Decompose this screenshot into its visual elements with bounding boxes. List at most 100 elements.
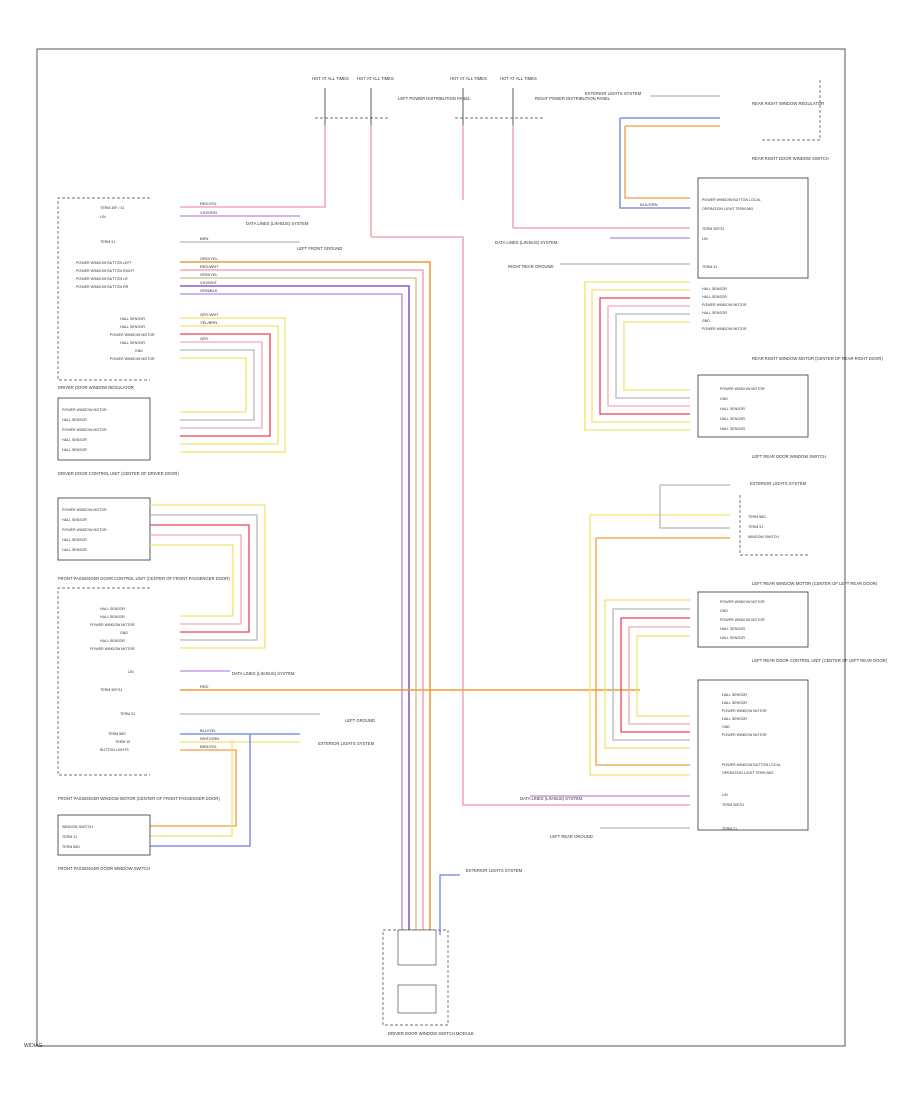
- passenger-switch-pins: WINDOW SWITCH TERM 31 TERM 58G: [62, 825, 93, 849]
- rr-regulator-label: REAR RIGHT WINDOW REGULATOR: [752, 101, 824, 106]
- passenger-window-motor: [57, 497, 151, 561]
- passenger-module-pins: HALL SENSOR HALL SENSOR POWER WINDOW MOT…: [90, 607, 135, 752]
- svg-text:TERM 58G: TERM 58G: [108, 732, 126, 736]
- svg-text:HALL SENSOR: HALL SENSOR: [62, 448, 87, 452]
- svg-text:LIN: LIN: [100, 215, 106, 219]
- driver-regulator-label: DRIVER DOOR WINDOW REGULATOR: [58, 385, 134, 390]
- svg-text:POWER WINDOW BUTTON RIGHT: POWER WINDOW BUTTON RIGHT: [76, 269, 135, 273]
- data-lines-label-2: DATA LINES (LIN-BUS) SYSTEM: [232, 671, 295, 676]
- right-fuse-box-label: RIGHT POWER DISTRIBUTION PANEL: [535, 96, 611, 101]
- svg-text:HALL SENSOR: HALL SENSOR: [100, 607, 125, 611]
- svg-text:HALL SENSOR: HALL SENSOR: [722, 701, 747, 705]
- passenger-motor-wires: [150, 504, 266, 649]
- rl-to-module-15: [589, 515, 690, 776]
- bus-orange: [180, 261, 431, 935]
- feed-to-left-rear: [371, 236, 690, 806]
- data-lines-label-4: DATA LINES (LIN-BUS) SYSTEM: [520, 796, 583, 801]
- svg-text:TERM 31: TERM 31: [748, 525, 763, 529]
- svg-text:POWER WINDOW MOTOR: POWER WINDOW MOTOR: [90, 623, 135, 627]
- feed-to-driver: [180, 200, 326, 208]
- bus-pink: [180, 269, 424, 935]
- svg-text:HALL SENSOR: HALL SENSOR: [702, 295, 727, 299]
- svg-text:HALL SENSOR: HALL SENSOR: [100, 615, 125, 619]
- svg-text:WINDOW SWITCH: WINDOW SWITCH: [62, 825, 93, 829]
- footer-label: W/DIAG: [24, 1043, 43, 1049]
- svg-text:HALL SENSOR: HALL SENSOR: [62, 438, 87, 442]
- svg-text:BRN/YEL: BRN/YEL: [200, 744, 218, 749]
- svg-text:VIO/GRN: VIO/GRN: [200, 210, 217, 215]
- svg-text:POWER WINDOW MOTOR: POWER WINDOW MOTOR: [720, 618, 765, 622]
- svg-text:POWER WINDOW MOTOR: POWER WINDOW MOTOR: [720, 387, 765, 391]
- rr-module-pins: HALL SENSOR HALL SENSOR POWER WINDOW MOT…: [702, 287, 747, 331]
- svg-text:POWER WINDOW MOTOR: POWER WINDOW MOTOR: [90, 647, 135, 651]
- rr-window-motor: [697, 374, 809, 438]
- fuse-label-4: HOT AT ALL TIMES: [500, 76, 537, 81]
- svg-text:OPERATION LIGHT TERM 58G: OPERATION LIGHT TERM 58G: [722, 771, 774, 775]
- svg-text:HALL SENSOR: HALL SENSOR: [62, 418, 87, 422]
- svg-text:HALL SENSOR: HALL SENSOR: [120, 325, 145, 329]
- rr-motor-pins: POWER WINDOW MOTOR GND HALL SENSOR HALL …: [720, 387, 765, 431]
- rl-window-motor: [697, 591, 809, 648]
- svg-text:TERM 30F/31: TERM 30F/31: [722, 803, 744, 807]
- svg-text:POWER WINDOW MOTOR: POWER WINDOW MOTOR: [702, 327, 747, 331]
- svg-text:GND: GND: [722, 725, 730, 729]
- svg-text:BRN: BRN: [200, 236, 209, 241]
- svg-text:BUTTON LIGHTS: BUTTON LIGHTS: [100, 748, 129, 752]
- fuse-label-3: HOT AT ALL TIMES: [450, 76, 487, 81]
- passenger-module-label: FRONT PASSENGER DOOR CONTROL UNIT (CENTE…: [58, 576, 230, 581]
- wire-tags: RED/YEL VIO/GRN BRN ORG/YEL RED/WHT GRN/…: [200, 201, 658, 749]
- svg-text:HALL SENSOR: HALL SENSOR: [720, 636, 745, 640]
- exterior-lights-bottom-label: EXTERIOR LIGHTS SYSTEM: [466, 868, 523, 873]
- svg-text:HALL SENSOR: HALL SENSOR: [100, 639, 125, 643]
- exterior-lights-top-label: EXTERIOR LIGHTS SYSTEM: [585, 91, 642, 96]
- data-lines-label-3: DATA LINES (LIN-BUS) SYSTEM: [495, 240, 558, 245]
- svg-text:POWER WINDOW BUTTON LEFT: POWER WINDOW BUTTON LEFT: [76, 261, 133, 265]
- passenger-motor-pins: POWER WINDOW MOTOR HALL SENSOR POWER WIN…: [62, 508, 107, 552]
- svg-text:GND: GND: [720, 609, 728, 613]
- svg-text:TERM 15: TERM 15: [115, 740, 130, 744]
- rl-module-label: LEFT REAR DOOR CONTROL UNIT (CENTER OF L…: [752, 658, 888, 663]
- rl-switch-31: [659, 485, 730, 529]
- driver-window-motor: [57, 397, 151, 461]
- svg-text:GRN/YEL: GRN/YEL: [200, 272, 218, 277]
- left-ground-label: LEFT GROUND: [345, 718, 375, 723]
- left-fuse-box-label: LEFT POWER DISTRIBUTION PANEL: [398, 96, 471, 101]
- svg-text:POWER WINDOW MOTOR: POWER WINDOW MOTOR: [722, 709, 767, 713]
- svg-text:RED: RED: [200, 684, 209, 689]
- svg-text:TERM 31: TERM 31: [62, 835, 77, 839]
- rr-switch-box: [760, 80, 821, 141]
- svg-text:TERM 30F/31: TERM 30F/31: [100, 688, 122, 692]
- svg-text:HALL SENSOR: HALL SENSOR: [120, 317, 145, 321]
- svg-text:POWER WINDOW MOTOR: POWER WINDOW MOTOR: [110, 333, 155, 337]
- svg-text:POWER WINDOW BUTTON LOCAL: POWER WINDOW BUTTON LOCAL: [702, 198, 761, 202]
- svg-text:HALL SENSOR: HALL SENSOR: [702, 287, 727, 291]
- svg-text:TERM 30F / 31: TERM 30F / 31: [100, 206, 124, 210]
- svg-text:RED/WHT: RED/WHT: [200, 264, 219, 269]
- left-rear-ground-label: LEFT REAR GROUND: [550, 834, 593, 839]
- rl-door-control-unit: [697, 679, 809, 831]
- svg-text:TERM 31: TERM 31: [100, 240, 115, 244]
- svg-text:POWER WINDOW BUTTON RR: POWER WINDOW BUTTON RR: [76, 285, 129, 289]
- svg-text:TERM 58G: TERM 58G: [62, 845, 80, 849]
- svg-text:POWER WINDOW BUTTON LOCAL: POWER WINDOW BUTTON LOCAL: [722, 763, 781, 767]
- passenger-module-outline: [57, 587, 150, 776]
- passenger-switch-wire-2: [150, 742, 233, 837]
- rr-motor-label: REAR RIGHT WINDOW MOTOR (CENTER OF REAR …: [752, 356, 883, 361]
- svg-text:POWER WINDOW MOTOR: POWER WINDOW MOTOR: [722, 733, 767, 737]
- svg-text:GND: GND: [120, 631, 128, 635]
- diagram-frame: [36, 48, 846, 1047]
- rl-motor-pins: POWER WINDOW MOTOR GND POWER WINDOW MOTO…: [720, 600, 765, 640]
- driver-module-pins: TERM 30F / 31 LIN TERM 31 POWER WINDOW B…: [76, 206, 135, 289]
- rl-to-module-button: [595, 538, 690, 766]
- svg-text:LIN: LIN: [722, 793, 728, 797]
- svg-text:GND: GND: [702, 319, 710, 323]
- rl-motor-wires: [604, 599, 690, 749]
- svg-text:HALL SENSOR: HALL SENSOR: [720, 407, 745, 411]
- svg-text:HALL SENSOR: HALL SENSOR: [720, 417, 745, 421]
- rr-switch-pins: POWER WINDOW BUTTON LOCAL OPERATION LIGH…: [702, 198, 761, 269]
- svg-text:POWER WINDOW MOTOR: POWER WINDOW MOTOR: [62, 408, 107, 412]
- svg-text:TERM 31: TERM 31: [722, 827, 737, 831]
- svg-text:POWER WINDOW MOTOR: POWER WINDOW MOTOR: [110, 357, 155, 361]
- svg-text:VIO/WHT: VIO/WHT: [200, 280, 218, 285]
- svg-text:WINDOW SWITCH: WINDOW SWITCH: [748, 535, 779, 539]
